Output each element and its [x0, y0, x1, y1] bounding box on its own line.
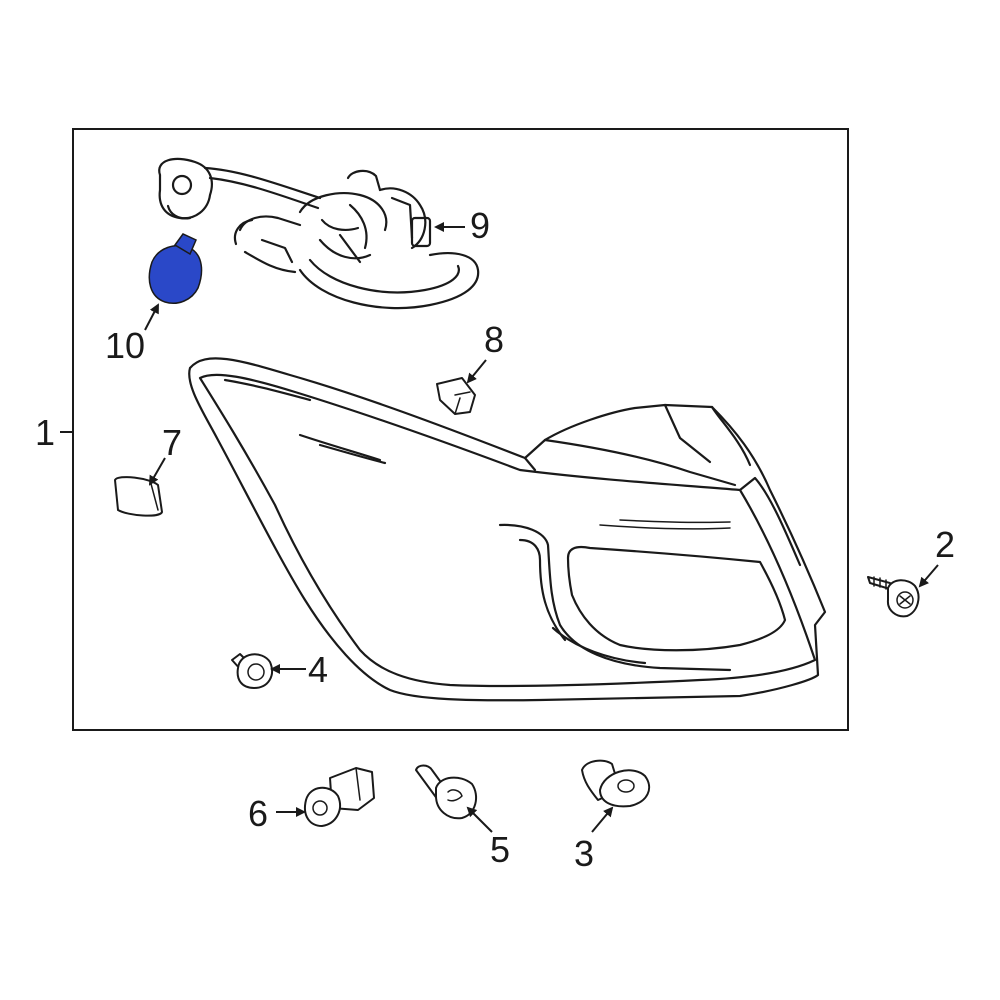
callout-3-arrow: [591, 806, 614, 833]
callout-1-label: 1: [35, 412, 55, 453]
callout-2-arrow: [918, 564, 939, 588]
assembly-frame: [72, 128, 849, 731]
callout-3-label: 3: [574, 833, 594, 874]
part-9-socket-harness[interactable]: [158, 157, 480, 310]
callout-4-label: 4: [308, 649, 328, 690]
callout-9-label: 9: [470, 205, 490, 246]
callout-8-arrow: [466, 359, 487, 384]
callout-7-label: 7: [162, 422, 182, 463]
part-5-screw[interactable]: [415, 764, 478, 820]
part-3-clip-nut[interactable]: [581, 759, 650, 808]
part-4-push-pin[interactable]: [231, 653, 273, 689]
part-6-grommet[interactable]: [304, 767, 375, 827]
callout-2-label: 2: [935, 524, 955, 565]
part-7-pad[interactable]: [114, 476, 163, 517]
callout-5-label: 5: [490, 829, 510, 870]
callout-10-arrow: [144, 303, 159, 331]
callout-5-arrow: [466, 806, 493, 833]
part-2-screw[interactable]: [867, 576, 920, 618]
callout-10-label: 10: [105, 325, 145, 366]
part-1-lamp-assembly[interactable]: [188, 357, 827, 702]
callout-8-label: 8: [484, 319, 504, 360]
part-8-clip[interactable]: [436, 377, 476, 415]
callout-6-label: 6: [248, 793, 268, 834]
callout-7-arrow: [149, 457, 166, 486]
part-10-bulb[interactable]: [148, 233, 203, 304]
